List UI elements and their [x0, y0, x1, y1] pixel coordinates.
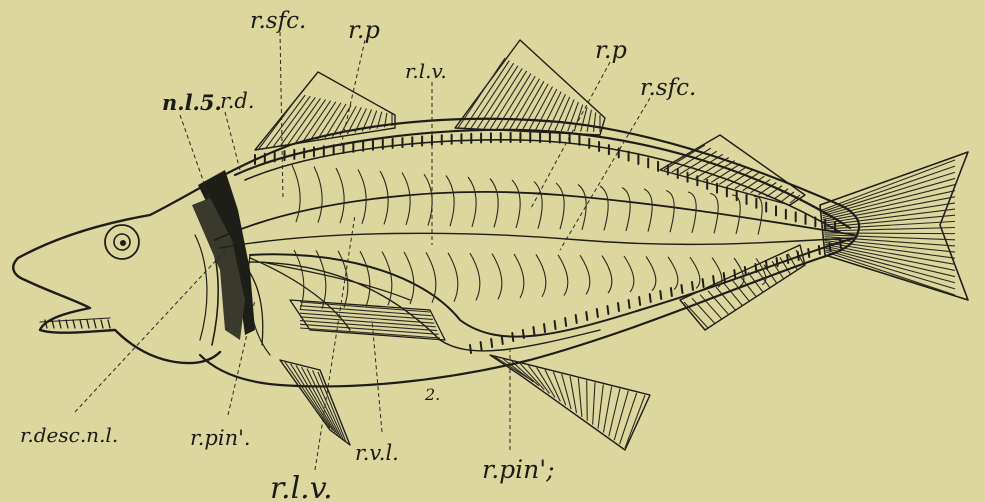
pectoral-fin — [290, 300, 445, 340]
figure-mark: 2. — [424, 385, 440, 404]
label-rsfc-back: r.sfc. — [640, 75, 696, 101]
label-rlv-top: r.l.v. — [405, 59, 447, 83]
pectoral-nerve-branches — [240, 255, 410, 355]
label-rdesc: r.desc.n.l. — [20, 423, 118, 447]
pelvic-fin — [280, 360, 350, 445]
label-rd: r.d. — [220, 89, 255, 113]
label-rpin2: r.pin'; — [482, 455, 555, 484]
myomere-lines — [292, 165, 766, 310]
eye — [105, 225, 139, 259]
label-rpin1: r.pin'. — [190, 426, 251, 450]
anal-fin-front — [490, 355, 650, 450]
label-rvl: r.v.l. — [355, 441, 399, 465]
fish-body — [13, 119, 859, 387]
label-rp-back: r.p — [595, 36, 627, 64]
label-rsfc-front: r.sfc. — [250, 8, 306, 34]
caudal-fin — [820, 152, 968, 300]
label-nl5: n.l.5. — [162, 90, 222, 115]
shoulder-girdle-shading — [192, 170, 255, 340]
dorsal-nerve-trunk — [235, 130, 850, 232]
label-rp-front: r.p — [348, 16, 380, 44]
label-rlv-bottom: r.l.v. — [270, 471, 333, 502]
